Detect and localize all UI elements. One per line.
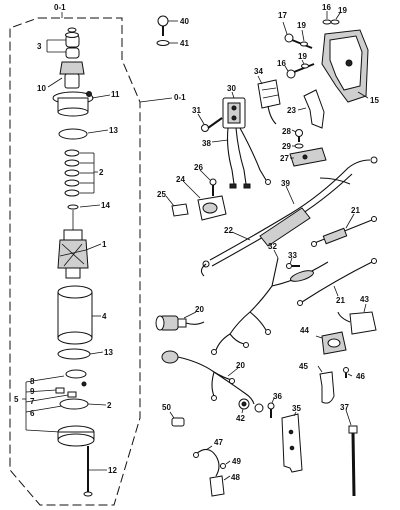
label-42: 42 [236,414,245,423]
label-44: 44 [300,326,309,335]
parts-36-42 [238,397,275,418]
label-22: 22 [224,226,233,235]
label-47: 47 [214,438,223,447]
solenoid-switch-30 [197,75,281,189]
label-40: 40 [180,17,189,26]
harness-32-33 [211,249,329,355]
label-4: 4 [102,312,107,321]
label-14: 14 [101,201,110,210]
connector-parts-43-46 [315,303,377,404]
label-27: 27 [280,154,289,163]
label-5: 5 [14,395,19,404]
label-10: 10 [37,84,46,93]
bolt-40-washer-41 [156,15,178,46]
label-49: 49 [232,457,241,466]
label-2-upper: 2 [99,168,104,177]
label-0-1-top: 0-1 [54,3,66,12]
label-3: 3 [37,42,42,51]
label-30: 30 [227,84,236,93]
switch-20-upper [155,311,205,331]
label-15: 15 [370,96,379,105]
wire-21-lower [297,258,377,306]
label-2-lower: 2 [107,401,112,410]
harness-20-lower [161,350,255,405]
label-26: 26 [194,163,203,172]
label-20-upper: 20 [195,305,204,314]
label-13-lower: 13 [104,348,113,357]
starter-parts [52,27,95,497]
label-19-top-left: 19 [297,21,306,30]
label-8: 8 [30,377,35,386]
label-24: 24 [176,175,185,184]
label-46: 46 [356,372,365,381]
coil-24-clip-25 [165,169,227,221]
label-25: 25 [157,190,166,199]
label-50: 50 [162,403,171,412]
starter-assembly-boundary [9,12,173,506]
label-12: 12 [108,466,117,475]
label-28: 28 [282,127,291,136]
label-45: 45 [299,362,308,371]
starter-leader-lines [22,39,111,471]
label-1: 1 [102,240,107,249]
label-33: 33 [288,251,297,260]
mounting-bracket-15 [282,11,369,103]
label-13-upper: 13 [109,126,118,135]
label-21-lower: 21 [336,296,345,305]
label-11: 11 [111,90,120,99]
parts-47-50 [169,411,231,497]
label-37: 37 [340,403,349,412]
label-32: 32 [268,242,277,251]
label-48: 48 [231,473,240,482]
label-36: 36 [273,392,282,401]
label-29: 29 [282,142,291,151]
label-0-1-mid: 0-1 [174,93,186,102]
tie-strap-37 [345,409,358,497]
label-41: 41 [180,39,189,48]
label-19-top-right: 19 [338,6,347,15]
part-labels: 0-1 0-1 3 10 11 13 2 14 1 4 13 8 9 5 7 6… [14,3,379,482]
label-16-top: 16 [322,3,331,12]
label-35: 35 [292,404,301,413]
label-23: 23 [287,106,296,115]
label-31: 31 [192,106,201,115]
fuse-holder-21-upper [311,213,377,247]
label-21-upper: 21 [351,206,360,215]
label-43: 43 [360,295,369,304]
label-16-mid: 16 [277,59,286,68]
label-39: 39 [281,179,290,188]
label-38: 38 [202,139,211,148]
label-6: 6 [30,409,35,418]
clamp-parts-23-29 [289,89,327,167]
harness-22-39 [200,156,378,277]
label-7: 7 [30,397,35,406]
label-19-mid: 19 [298,52,307,61]
mount-plate-35 [281,411,303,473]
label-9: 9 [30,387,35,396]
label-17: 17 [278,11,287,20]
label-34: 34 [254,67,263,76]
label-20-lower: 20 [236,361,245,370]
